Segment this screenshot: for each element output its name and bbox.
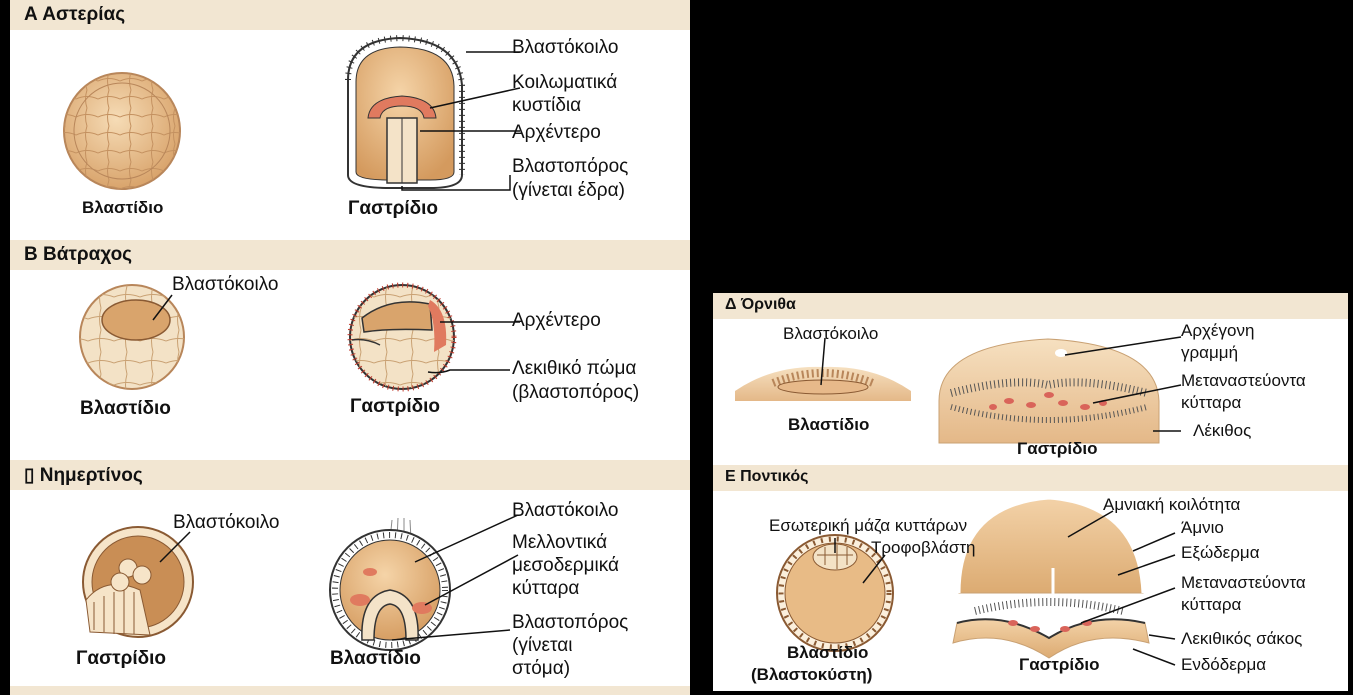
right-illustrations bbox=[735, 336, 1182, 666]
caption-frog-gastrula: Γαστρίδιο bbox=[350, 396, 441, 417]
label-yolk-sac: Λεκιθικός σάκος bbox=[1181, 629, 1303, 648]
label-mesoderm-1: Μελλοντικά bbox=[512, 532, 608, 553]
label-migrating-cells-e-1: Μεταναστεύοντα bbox=[1181, 573, 1306, 592]
section-b-header: Β Βάτραχος bbox=[10, 240, 690, 270]
label-blastocoel-c-left: Βλαστόκοιλο bbox=[173, 512, 280, 533]
label-blastocoel-c: Βλαστόκοιλο bbox=[512, 500, 619, 521]
section-b-title: Β Βάτραχος bbox=[24, 244, 133, 265]
label-blastopore-c-2: (γίνεται bbox=[512, 635, 573, 656]
label-archenteron-a: Αρχέντερο bbox=[512, 122, 601, 143]
chick-gastrula bbox=[938, 336, 1182, 444]
label-ectoderm: Εξώδερμα bbox=[1181, 543, 1260, 562]
right-panel: Δ Όρνιθα Βλαστόκοιλο Βλαστίδιο Γαστρίδιο… bbox=[713, 293, 1348, 691]
label-migrating-cells-d-2: κύτταρα bbox=[1181, 393, 1242, 412]
section-next-header bbox=[10, 686, 690, 695]
label-blastocoel-a: Βλαστόκοιλο bbox=[512, 37, 619, 58]
caption-nemertean-blastula: Βλαστίδιο bbox=[330, 648, 421, 669]
caption-starfish-blastula: Βλαστίδιο bbox=[82, 198, 164, 217]
caption-chick-blastula: Βλαστίδιο bbox=[788, 415, 870, 434]
frog-blastula bbox=[79, 284, 185, 390]
mouse-blastocyst bbox=[776, 534, 894, 652]
label-archenteron-b: Αρχέντερο bbox=[512, 310, 601, 331]
left-panel: Α Αστερίας Βλαστίδιο Γαστρίδιο Βλαστόκοι… bbox=[10, 0, 690, 695]
section-e-header: Ε Ποντικός bbox=[713, 465, 1348, 491]
starfish-gastrula bbox=[345, 34, 521, 191]
label-mesoderm-3: κύτταρα bbox=[512, 578, 580, 599]
label-coelomic-2: κυστίδια bbox=[512, 95, 582, 116]
left-illustrations bbox=[63, 34, 521, 651]
caption-mouse-gastrula: Γαστρίδιο bbox=[1019, 655, 1100, 674]
label-blastopore-c-1: Βλαστοπόρος bbox=[512, 612, 629, 633]
mouse-gastrula bbox=[952, 496, 1176, 666]
label-blastopore-a-1: Βλαστοπόρος bbox=[512, 156, 629, 177]
frog-gastrula bbox=[347, 282, 520, 392]
section-d-header: Δ Όρνιθα bbox=[713, 293, 1348, 319]
label-primitive-streak-1: Αρχέγονη bbox=[1181, 321, 1255, 340]
section-c-header: ▯ Νημερτίνος bbox=[10, 460, 690, 490]
label-inner-cell-mass: Εσωτερική μάζα κυττάρων bbox=[769, 516, 968, 535]
label-migrating-cells-e-2: κύτταρα bbox=[1181, 595, 1242, 614]
label-yolk-plug-2: (βλαστοπόρος) bbox=[512, 382, 640, 403]
nemertean-gastrula bbox=[82, 526, 194, 638]
label-blastopore-a-2: (γίνεται έδρα) bbox=[512, 180, 625, 201]
caption-mouse-blastocyst-1: Βλαστίδιο bbox=[787, 643, 869, 662]
section-d-title: Δ Όρνιθα bbox=[725, 296, 796, 313]
caption-nemertean-gastrula: Γαστρίδιο bbox=[76, 648, 167, 669]
label-amniotic-cavity: Αμνιακή κοιλότητα bbox=[1103, 495, 1241, 514]
caption-starfish-gastrula: Γαστρίδιο bbox=[348, 198, 439, 219]
caption-mouse-blastocyst-2: (Βλαστοκύστη) bbox=[751, 665, 873, 684]
nemertean-blastula bbox=[329, 514, 519, 651]
label-yolk-plug-1: Λεκιθικό πώμα bbox=[512, 358, 637, 379]
section-a-title: Α Αστερίας bbox=[24, 4, 126, 25]
label-blastopore-c-3: στόμα) bbox=[512, 658, 571, 679]
label-blastocoel-b: Βλαστόκοιλο bbox=[172, 274, 279, 295]
label-primitive-streak-2: γραμμή bbox=[1181, 343, 1239, 362]
label-coelomic-1: Κοιλωματικά bbox=[512, 72, 618, 93]
section-c-title: ▯ Νημερτίνος bbox=[24, 465, 143, 486]
label-endoderm: Ενδόδερμα bbox=[1181, 655, 1267, 674]
caption-chick-gastrula: Γαστρίδιο bbox=[1017, 439, 1098, 458]
section-e-title: Ε Ποντικός bbox=[725, 468, 809, 485]
label-blastocoel-d: Βλαστόκοιλο bbox=[783, 324, 879, 343]
chick-blastula bbox=[735, 337, 911, 401]
section-a-header: Α Αστερίας bbox=[10, 0, 690, 30]
label-amnion: Άμνιο bbox=[1181, 518, 1224, 537]
label-mesoderm-2: μεσοδερμικά bbox=[512, 555, 619, 576]
label-migrating-cells-d-1: Μεταναστεύοντα bbox=[1181, 371, 1306, 390]
label-yolk: Λέκιθος bbox=[1193, 421, 1252, 440]
caption-frog-blastula: Βλαστίδιο bbox=[80, 398, 171, 419]
starfish-blastula bbox=[63, 72, 181, 190]
label-trophoblast: Τροφοβλάστη bbox=[871, 538, 976, 557]
